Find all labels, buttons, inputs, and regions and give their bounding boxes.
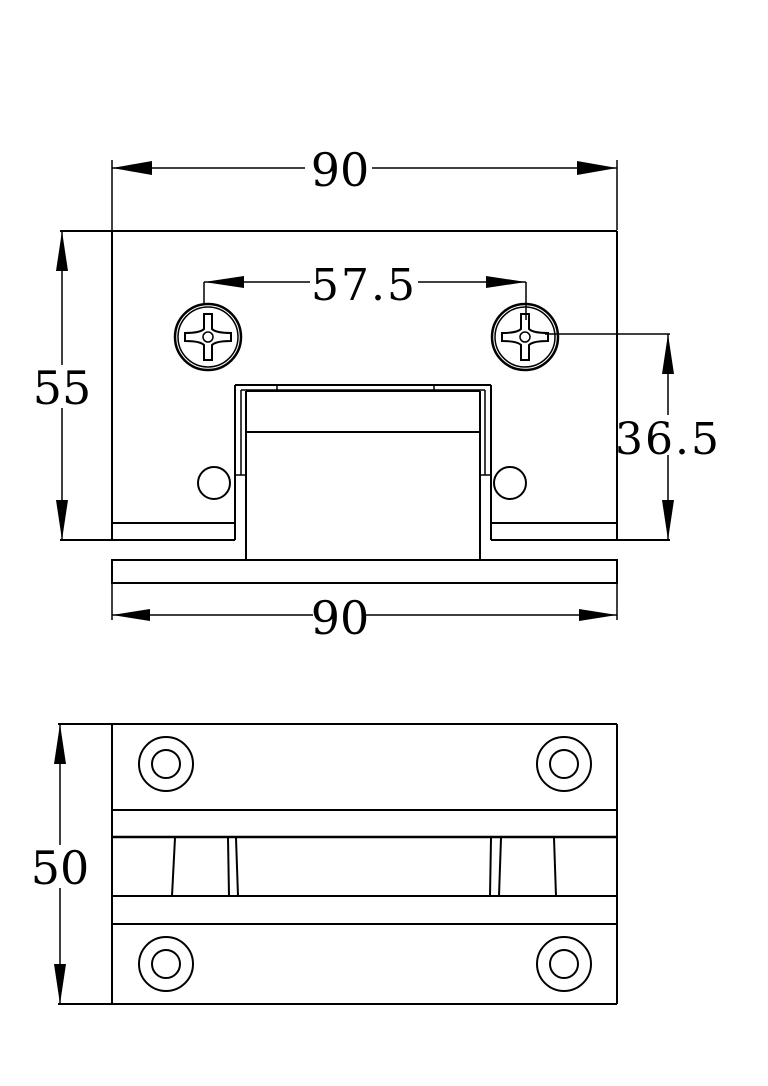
dimension-screw-to-bottom: 36.5 (545, 333, 721, 540)
arrow-up-icon (662, 334, 674, 374)
mounting-plate (60, 230, 670, 541)
arrow-right-icon (577, 161, 617, 175)
dimension-label-plate-height: 55 (33, 361, 92, 415)
countersunk-hole-icon (536, 736, 592, 792)
countersunk-hole-icon (138, 736, 194, 792)
dimension-label-bottom-view-height: 50 (31, 841, 90, 895)
arrow-right-icon (579, 609, 617, 621)
arrow-left-icon (112, 161, 152, 175)
front-view: 90 (33, 143, 721, 645)
countersunk-hole-icon (536, 936, 592, 992)
arrow-up-icon (56, 231, 68, 271)
dimension-plate-height: 55 (33, 231, 92, 540)
phillips-screw-icon (173, 302, 243, 372)
dimension-label-screw-to-bottom: 36.5 (615, 414, 721, 465)
arrow-down-icon (662, 500, 674, 540)
dimension-label-screw-spacing: 57.5 (311, 260, 417, 311)
dimension-label-base-width: 90 (311, 591, 370, 645)
hinge-body (234, 384, 492, 560)
countersunk-hole-icon (138, 936, 194, 992)
arrow-left-icon (204, 276, 244, 288)
base-plate (111, 559, 618, 620)
dimension-label-top-width: 90 (311, 143, 370, 197)
arrow-down-icon (56, 500, 68, 540)
small-hole-icon (197, 466, 231, 500)
dimension-top-width: 90 (111, 143, 618, 230)
arrow-down-icon (54, 964, 66, 1004)
phillips-screw-icon (490, 302, 560, 372)
dimension-bottom-view-height: 50 (31, 724, 90, 1004)
dimension-screw-spacing: 57.5 (203, 260, 527, 320)
small-hole-icon (493, 466, 527, 500)
arrow-up-icon (54, 724, 66, 764)
dimension-base-width: 90 (112, 591, 617, 645)
arrow-right-icon (486, 276, 526, 288)
bottom-view: 50 (31, 723, 618, 1005)
arrow-left-icon (112, 609, 150, 621)
